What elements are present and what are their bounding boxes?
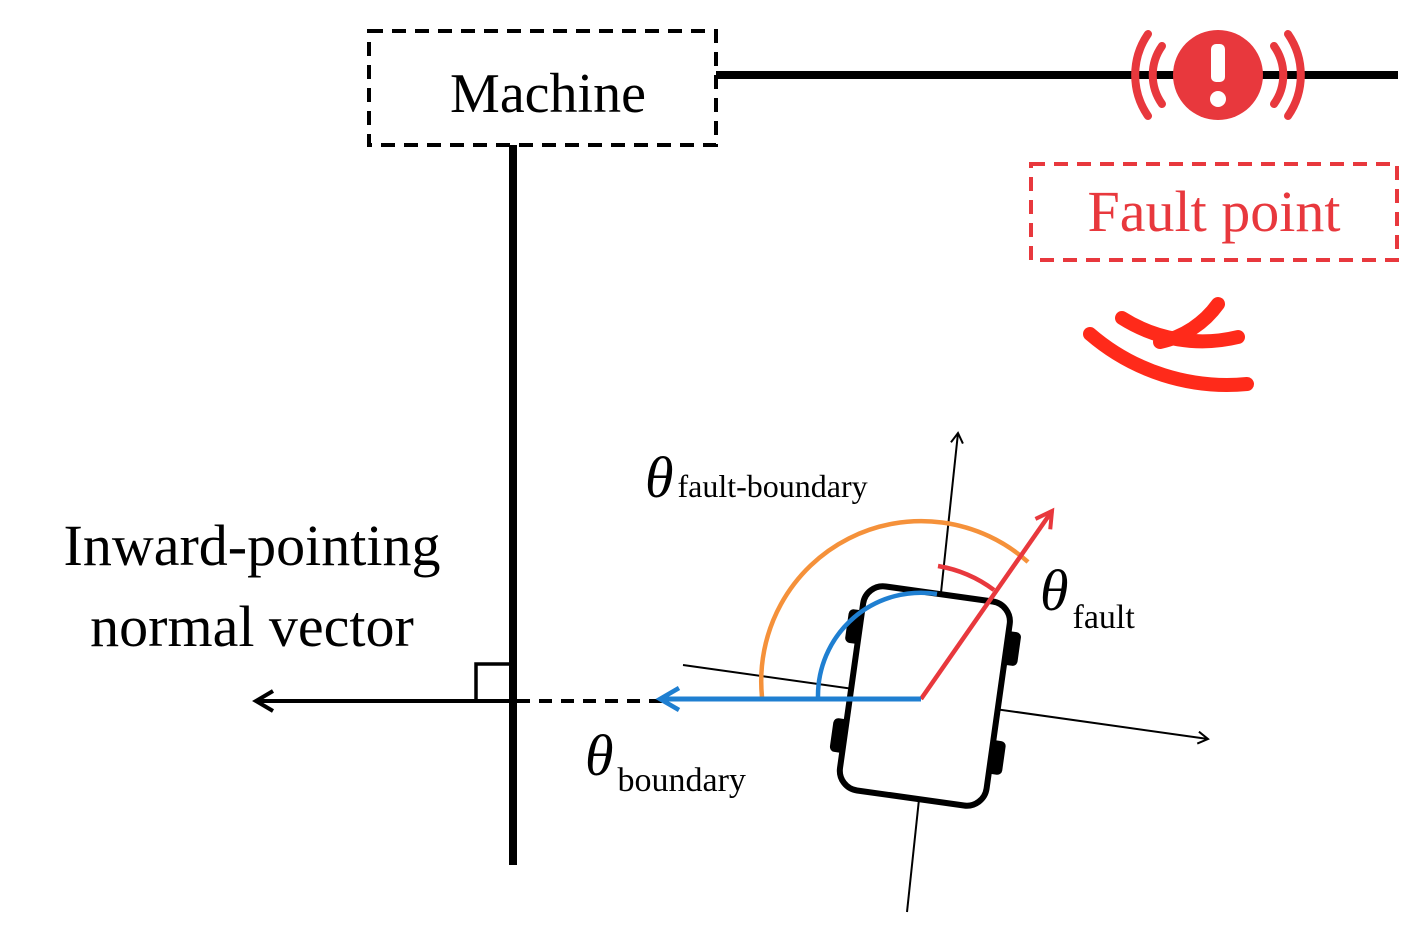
- normal-vector-label-line2: normal vector: [90, 594, 414, 659]
- fault-direction-arrow: [919, 511, 1052, 701]
- machine-label: Machine: [450, 63, 646, 125]
- normal-vector-label-line1: Inward-pointing: [64, 513, 441, 578]
- right-angle-marker-icon: [474, 662, 513, 701]
- fault-angle-arc: [937, 563, 996, 592]
- wireless-signal-icon: [1083, 297, 1254, 392]
- machine-box: [367, 29, 718, 147]
- fault-boundary-angle-arc: [759, 518, 1030, 698]
- exclamation-alert-icon: [1131, 30, 1305, 120]
- boundary-angle-arc: [815, 590, 938, 698]
- fault-point-box: [1029, 162, 1399, 262]
- fault-point-label: Fault point: [1088, 179, 1341, 244]
